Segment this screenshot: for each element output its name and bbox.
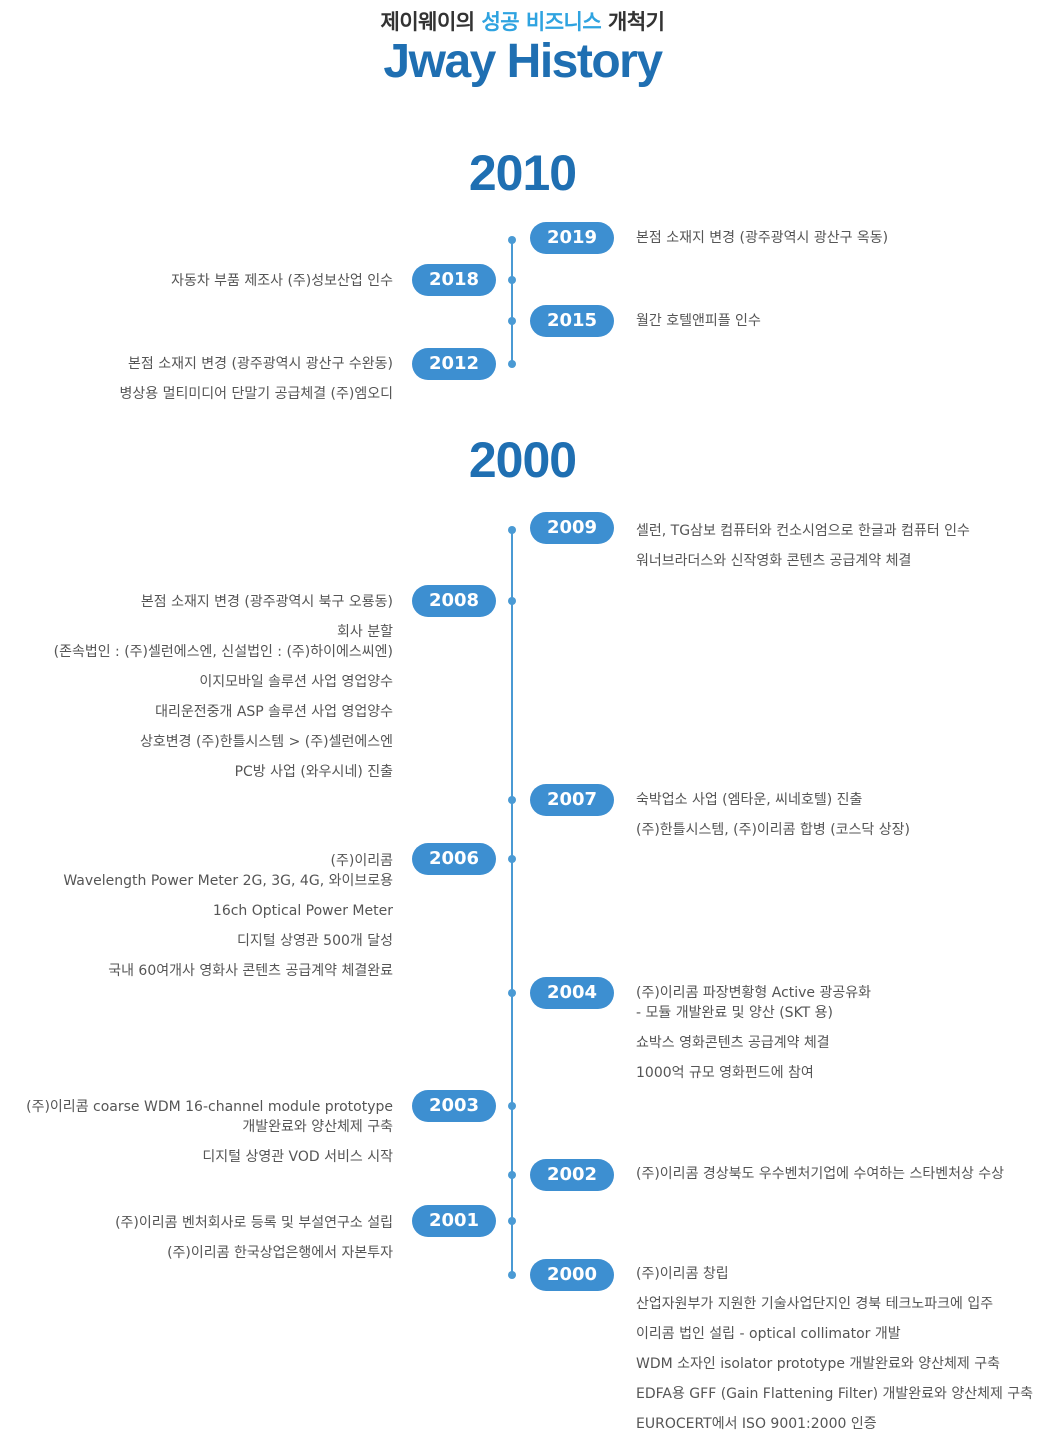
- event-2012-1: 본점 소재지 변경 (광주광역시 광산구 수완동): [127, 356, 393, 372]
- year-badge-2009: 2009: [530, 512, 614, 544]
- event-2008-4: 이지모바일 솔루션 사업 영업양수: [199, 674, 393, 690]
- event-2003-2: 개발완료와 양산체제 구축: [242, 1119, 393, 1135]
- event-2004-4: 1000억 규모 영화펀드에 참여: [636, 1065, 814, 1081]
- timeline-line-2000: [511, 530, 513, 1277]
- event-2008-6: 상호변경 (주)한틀시스템 > (주)셀런에스엔: [139, 734, 393, 750]
- event-2004-3: 쇼박스 영화콘텐츠 공급계약 체결: [636, 1035, 830, 1051]
- year-badge-2019: 2019: [530, 222, 614, 254]
- year-badge-2012: 2012: [412, 348, 496, 380]
- event-2000-5: EDFA용 GFF (Gain Flattening Filter) 개발완료와…: [636, 1386, 1034, 1402]
- event-2006-1: (주)이리콤: [330, 853, 393, 869]
- event-2001-1: (주)이리콤 벤처회사로 등록 및 부설연구소 설립: [115, 1215, 393, 1231]
- event-2002-1: (주)이리콤 경상북도 우수벤처기업에 수여하는 스타벤처상 수상: [636, 1166, 1005, 1182]
- event-2003-3: 디지털 상영관 VOD 서비스 시작: [202, 1149, 393, 1165]
- timeline-dot: [508, 1171, 516, 1179]
- year-badge-2007: 2007: [530, 784, 614, 816]
- subtitle-highlight: 성공 비즈니스: [481, 10, 602, 34]
- subtitle-pre: 제이웨이의: [380, 10, 482, 34]
- year-badge-2002: 2002: [530, 1159, 614, 1191]
- event-2009-1: 셀런, TG삼보 컴퓨터와 컨소시엄으로 한글과 컴퓨터 인수: [636, 523, 970, 539]
- event-2004-2: - 모듈 개발완료 및 양산 (SKT 용): [636, 1005, 834, 1021]
- event-2000-3: 이리콤 법인 설립 - optical collimator 개발: [636, 1326, 901, 1342]
- timeline-dot: [508, 597, 516, 605]
- timeline-dot: [508, 1271, 516, 1279]
- event-2000-4: WDM 소자인 isolator prototype 개발완료와 양산체제 구축: [636, 1356, 1000, 1372]
- event-2007-1: 숙박업소 사업 (엠타운, 씨네호텔) 진출: [636, 792, 863, 808]
- timeline-dot: [508, 317, 516, 325]
- year-badge-2001: 2001: [412, 1205, 496, 1237]
- subtitle-post: 개척기: [601, 10, 665, 34]
- event-2000-2: 산업자원부가 지원한 기술사업단지인 경북 테크노파크에 입주: [636, 1296, 994, 1312]
- event-2008-1: 본점 소재지 변경 (광주광역시 북구 오룡동): [140, 594, 393, 610]
- decade-heading-2010: 2010: [468, 145, 577, 201]
- event-2003-1: (주)이리콤 coarse WDM 16-channel module prot…: [26, 1099, 393, 1115]
- event-2001-2: (주)이리콤 한국상업은행에서 자본투자: [167, 1245, 393, 1261]
- page-title: Jway History: [383, 35, 663, 88]
- year-badge-2008: 2008: [412, 585, 496, 617]
- page-subtitle: 제이웨이의 성공 비즈니스 개척기: [0, 6, 1045, 36]
- event-2008-5: 대리운전중개 ASP 솔루션 사업 영업양수: [155, 704, 393, 720]
- event-2008-2: 회사 분할: [337, 624, 393, 640]
- timeline-dot: [508, 276, 516, 284]
- event-2009-2: 워너브라더스와 신작영화 콘텐츠 공급계약 체결: [636, 553, 912, 569]
- year-badge-2015: 2015: [530, 305, 614, 337]
- year-badge-2000: 2000: [530, 1259, 614, 1291]
- timeline-dot: [508, 796, 516, 804]
- event-2019-1: 본점 소재지 변경 (광주광역시 광산구 옥동): [636, 230, 889, 246]
- event-2008-3: (존속법인 : (주)셀런에스엔, 신설법인 : (주)하이에스씨엔): [53, 644, 393, 660]
- timeline-dot: [508, 855, 516, 863]
- timeline-dot: [508, 989, 516, 997]
- timeline-dot: [508, 236, 516, 244]
- event-2006-2: Wavelength Power Meter 2G, 3G, 4G, 와이브로용: [63, 873, 393, 889]
- event-2000-6: EUROCERT에서 ISO 9001:2000 인증: [636, 1416, 877, 1432]
- event-2006-3: 16ch Optical Power Meter: [212, 903, 393, 919]
- timeline-line-2010: [511, 240, 513, 366]
- year-badge-2004: 2004: [530, 977, 614, 1009]
- event-2015-1: 월간 호텔앤피플 인수: [636, 313, 761, 329]
- timeline-dot: [508, 1102, 516, 1110]
- event-2012-2: 병상용 멀티미디어 단말기 공급체결 (주)엠오디: [119, 386, 393, 402]
- year-badge-2003: 2003: [412, 1090, 496, 1122]
- timeline-dot: [508, 1217, 516, 1225]
- event-2018-1: 자동차 부품 제조사 (주)성보산업 인수: [171, 273, 393, 289]
- year-badge-2006: 2006: [412, 843, 496, 875]
- event-2008-7: PC방 사업 (와우시네) 진출: [234, 764, 393, 780]
- event-2007-2: (주)한틀시스템, (주)이리콤 합병 (코스닥 상장): [636, 822, 910, 838]
- year-badge-2018: 2018: [412, 264, 496, 296]
- event-2004-1: (주)이리콤 파장변황형 Active 광공유화: [636, 985, 872, 1001]
- event-2000-1: (주)이리콤 창립: [636, 1266, 729, 1282]
- timeline-dot: [508, 526, 516, 534]
- decade-heading-2000: 2000: [468, 432, 577, 488]
- event-2006-4: 디지털 상영관 500개 달성: [237, 933, 393, 949]
- event-2006-5: 국내 60여개사 영화사 콘텐츠 공급계약 체결완료: [108, 963, 393, 979]
- timeline-dot: [508, 360, 516, 368]
